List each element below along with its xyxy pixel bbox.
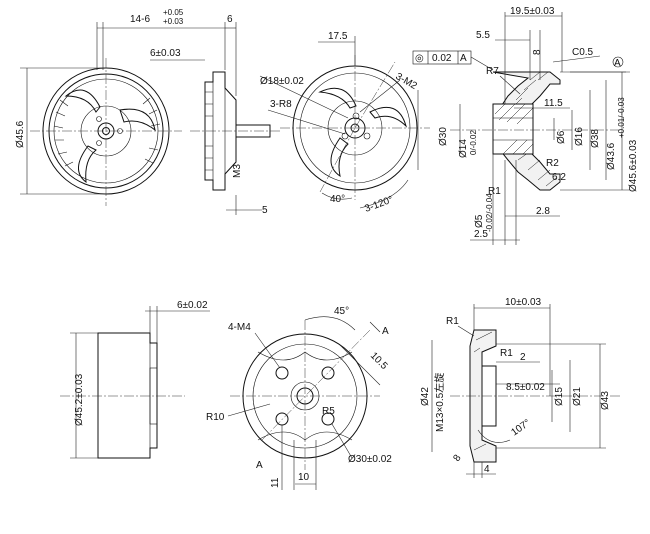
dim-mount-dia15: Ø15 <box>554 387 565 406</box>
dim-hub-195: 19.5±0.03 <box>510 6 555 17</box>
view-hub-section: 19.5±0.03 5.5 8 C0.5 ◎ 0.02 A A R7 11.5 … <box>412 6 639 245</box>
dim-side-6: 6 <box>227 14 233 25</box>
dim-mount-85: 8.5±0.02 <box>506 382 545 393</box>
dim-rotor-diameter: Ø45.6 <box>15 120 26 148</box>
view-rotor-front: Ø45.6 14-6 +0.05 +0.03 6±0.03 <box>15 8 225 206</box>
dim-stator-dia: Ø45.2±0.03 <box>74 373 85 426</box>
dim-mount-11: 11 <box>270 477 281 488</box>
radius-r5: R5 <box>322 406 335 417</box>
dim-hub-8: 8 <box>532 49 543 55</box>
dim-mount-10: 10 <box>298 472 310 483</box>
dim-hub-dia30: Ø30 <box>438 127 449 146</box>
label-3-m2: 3-M2 <box>394 71 420 92</box>
dim-hub-436-tol: +0.01/-0.03 <box>617 97 626 138</box>
dim-mount-4: 4 <box>484 464 490 475</box>
angle-45: 45° <box>334 306 349 317</box>
dim-hub-dia5: Ø5 <box>474 214 485 228</box>
gdt-ref: A <box>460 53 467 64</box>
dim-hub-dia18: Ø18±0.02 <box>260 76 304 87</box>
radius-r1: R1 <box>488 186 501 197</box>
dim-mount-dia43: Ø43 <box>600 391 611 410</box>
section-a-top: A <box>382 326 389 337</box>
dim-hub-55: 5.5 <box>476 30 490 41</box>
dim-hub-6: Ø6 <box>556 130 567 144</box>
radius-r1-b: R1 <box>500 348 513 359</box>
view-mount-section: 10±0.03 R1 R1 2 M13×0.5左旋 8.5±0.02 Ø42 Ø… <box>420 297 620 478</box>
datum-a: A <box>614 58 621 69</box>
dim-hub-dia14: Ø14 <box>458 139 469 158</box>
dim-hub-28: 2.8 <box>536 206 550 217</box>
dim-mount-8: 8 <box>451 452 463 463</box>
dim-mount-dia42: Ø42 <box>420 387 431 406</box>
angle-3-120: 3-120° <box>363 194 395 214</box>
radius-r7: R7 <box>486 66 499 77</box>
dim-hub-115: 11.5 <box>544 98 563 109</box>
gdt-symbol: ◎ <box>415 53 424 64</box>
label-m13: M13×0.5左旋 <box>433 373 446 432</box>
angle-40: 40° <box>330 194 345 205</box>
view-stator-side: Ø45.2±0.03 6±0.02 <box>60 300 210 459</box>
dim-slots-tol-dn: +0.03 <box>163 17 184 26</box>
dim-mount-dia21: Ø21 <box>572 387 583 406</box>
dim-hub-175: 17.5 <box>328 31 348 42</box>
label-4-m4: 4-M4 <box>228 322 251 333</box>
dim-rotor-6: 6±0.03 <box>150 48 181 59</box>
dim-stator-6: 6±0.02 <box>177 300 208 311</box>
dim-slots-tol-up: +0.05 <box>163 8 184 17</box>
label-m3: M3 <box>232 164 243 178</box>
label-3-r8: 3-R8 <box>270 99 292 110</box>
radius-r2: R2 <box>546 158 559 169</box>
dim-mount-10-03: 10±0.03 <box>505 297 542 308</box>
dim-mount-dia30: Ø30±0.02 <box>348 454 392 465</box>
dim-hub-436: Ø43.6 <box>606 142 617 170</box>
view-rotor-side: 6 5 M3 <box>190 14 280 216</box>
dim-slots: 14-6 <box>130 14 150 25</box>
chamfer-c05: C0.5 <box>572 47 594 58</box>
dim-hub-456: Ø45.6±0.03 <box>628 139 639 192</box>
dim-hub-25: 2.5 <box>474 229 488 240</box>
dim-hub-dia14-tol: 0/-0.02 <box>469 130 478 155</box>
angle-107: 107° <box>509 418 532 439</box>
dim-hub-38: Ø38 <box>590 129 601 148</box>
dim-side-5: 5 <box>262 205 268 216</box>
dim-hub-dia5-tol: -0.02/-0.04 <box>485 193 494 232</box>
gdt-value: 0.02 <box>432 53 452 64</box>
radius-r10: R10 <box>206 412 225 423</box>
view-mount-front: 45° 4-M4 A 10.5 R10 R5 A 11 10 Ø30±0.02 <box>206 306 392 490</box>
radius-r1-a: R1 <box>446 316 459 327</box>
dim-hub-16: Ø16 <box>574 127 585 146</box>
dim-mount-105: 10.5 <box>368 350 390 372</box>
dim-hub-62: 6.2 <box>552 172 566 183</box>
section-a-bot: A <box>256 460 263 471</box>
dim-mount-2: 2 <box>520 352 526 363</box>
